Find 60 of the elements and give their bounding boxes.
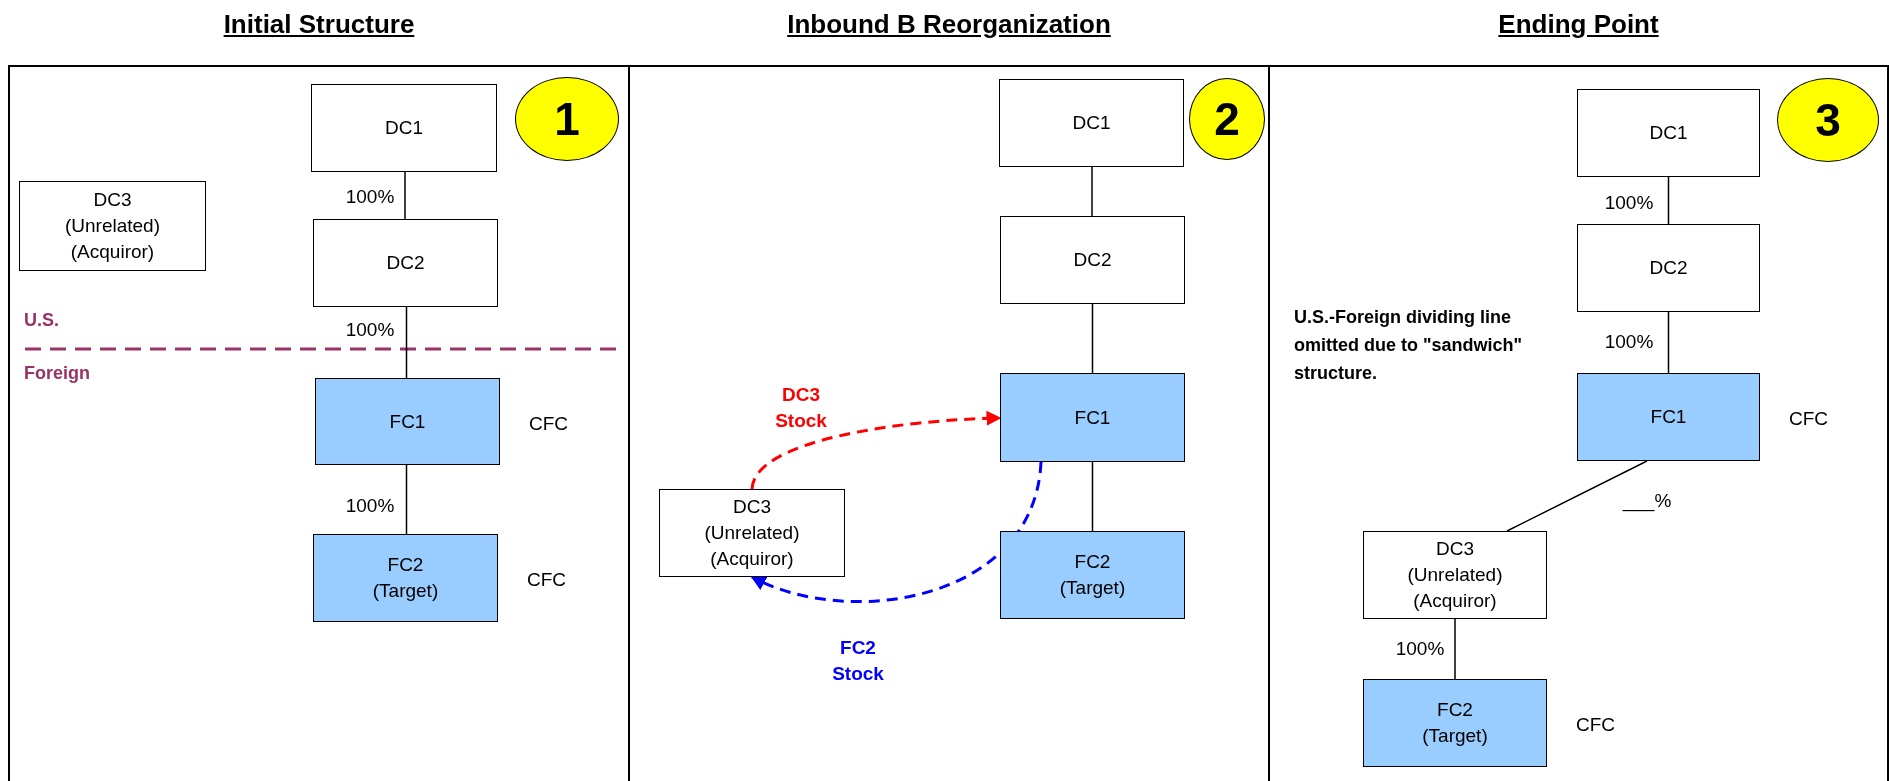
entity-label: DC2 — [1073, 248, 1112, 272]
entity-box — [1577, 89, 1760, 177]
entity-label: FC1 — [1650, 405, 1687, 429]
entity-label: FC1 — [389, 409, 426, 434]
panel-title: Inbound B Reorganization — [787, 9, 1111, 40]
entity-label: (Acquiror) — [1413, 589, 1497, 613]
entity-box — [311, 84, 497, 172]
ownership-line — [404, 171, 406, 220]
entity-label: FC2 — [1437, 698, 1473, 722]
entity-label: FC2 — [387, 553, 424, 577]
entity-box — [1577, 224, 1760, 312]
transfer-arrow — [750, 461, 1043, 603]
entity-label: (Unrelated) — [704, 521, 800, 545]
panel-title: Ending Point — [1498, 9, 1659, 40]
step-number-badge: 3 — [1777, 78, 1879, 162]
entity-label: (Unrelated) — [1407, 563, 1503, 587]
panel-title: Initial Structure — [223, 9, 415, 40]
ownership-line — [1454, 618, 1456, 680]
region-label: U.S. — [24, 309, 59, 332]
ownership-line — [405, 306, 408, 379]
entity-box — [1000, 216, 1185, 304]
entity-note: CFC — [1789, 407, 1829, 431]
entity-box — [1363, 531, 1547, 619]
ownership-line — [405, 464, 408, 535]
entity-note: CFC — [527, 568, 567, 592]
ownership-line — [1667, 311, 1670, 374]
entity-label: (Acquiror) — [70, 240, 155, 264]
entity-label: DC2 — [386, 251, 425, 275]
entity-label: DC3 — [93, 188, 132, 212]
region-label: Foreign — [24, 362, 90, 385]
entity-label: FC1 — [1074, 405, 1111, 430]
entity-label: (Target) — [372, 579, 439, 603]
ownership-line — [1091, 303, 1094, 374]
entity-label: DC1 — [1072, 111, 1111, 135]
ownership-line — [1506, 460, 1648, 532]
entity-label: DC2 — [1649, 256, 1688, 280]
entity-box — [313, 219, 498, 307]
entity-box — [19, 181, 206, 271]
entity-label: (Acquiror) — [710, 547, 794, 571]
entity-note: CFC — [529, 411, 569, 436]
entity-label: DC3 — [733, 495, 771, 519]
entity-box — [999, 79, 1184, 167]
entity-label: FC2 — [1074, 550, 1111, 574]
step-number-badge: 1 — [515, 77, 619, 161]
step-number-badge: 2 — [1189, 78, 1265, 160]
transfer-arrow — [750, 410, 1002, 490]
foreign-entity-box — [1000, 531, 1185, 619]
foreign-entity-box — [1000, 373, 1185, 462]
ownership-line — [1667, 176, 1670, 225]
entity-label: (Target) — [1059, 576, 1126, 600]
entity-box — [659, 489, 845, 577]
entity-label: DC3 — [1436, 537, 1474, 561]
entity-label: DC1 — [1649, 121, 1688, 145]
note-text: U.S.-Foreign dividing line omitted due to "sandwich" structure. — [1294, 306, 1524, 385]
entity-label: (Target) — [1422, 724, 1488, 748]
entity-label: (Unrelated) — [64, 214, 160, 238]
entity-note: CFC — [1576, 713, 1616, 737]
ownership-line — [1091, 461, 1094, 532]
entity-label: DC1 — [385, 116, 423, 140]
ownership-line — [1091, 166, 1093, 217]
